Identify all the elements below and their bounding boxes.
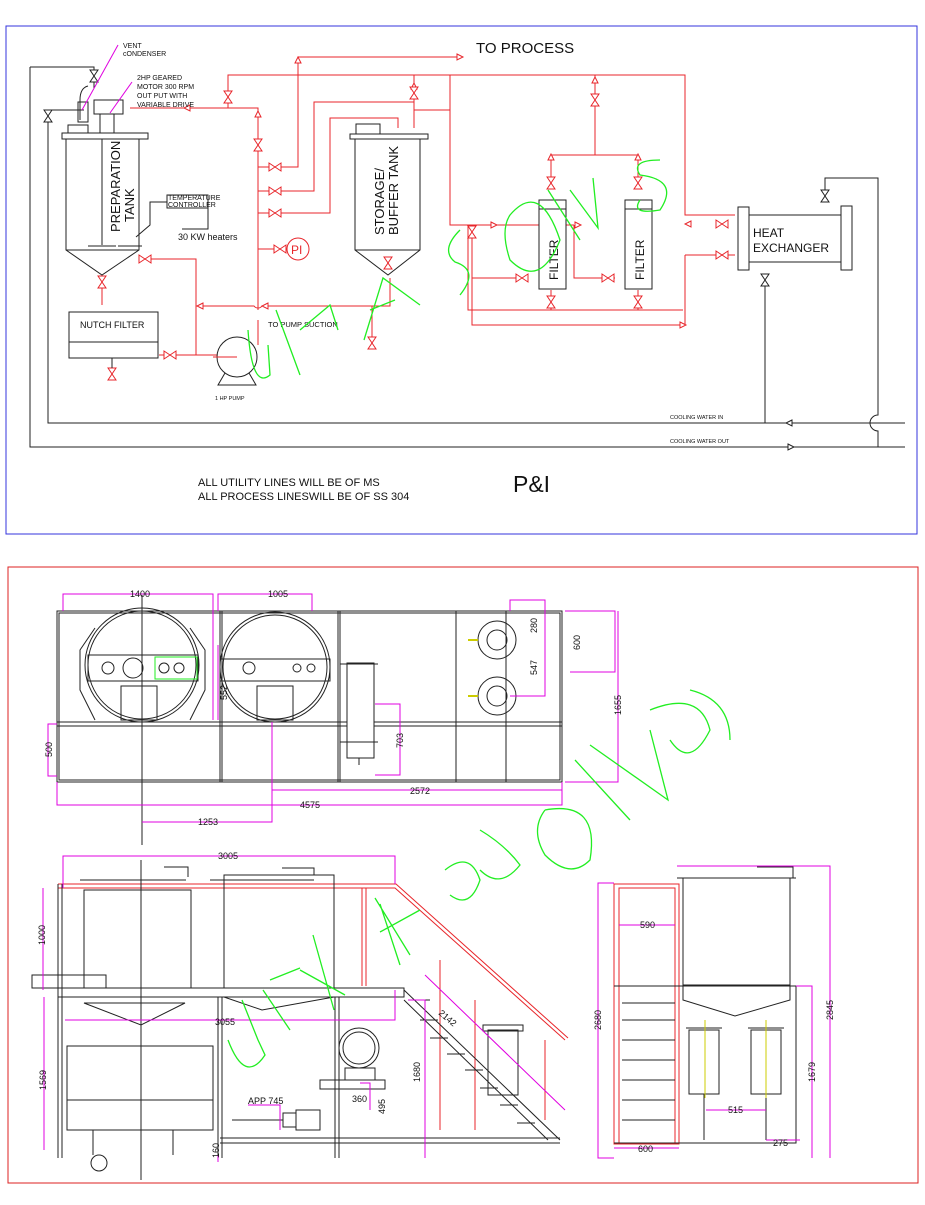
dim-500: 500 (44, 742, 54, 757)
dim-160: 160 (211, 1143, 221, 1158)
storage-buffer-tank: STORAGE/ BUFFER TANK (349, 123, 429, 276)
preparation-tank-label: PREPARATION (108, 141, 123, 232)
filter-2: FILTER (624, 199, 653, 290)
temperature-controller-label: CONTROLLER (168, 202, 216, 209)
filter-1: FILTER (538, 199, 567, 290)
pump-suction-label: TO PUMP SUCTION (268, 320, 338, 329)
pump-label: 1 HP PUMP (215, 396, 245, 402)
dim-280: 280 (529, 618, 539, 633)
dim-2572: 2572 (410, 786, 430, 796)
heat-exchanger-label: EXCHANGER (753, 241, 829, 255)
utility-lines (29, 66, 905, 451)
pressure-indicator-label: PI (291, 243, 302, 257)
layout-frame (7, 566, 919, 1184)
dim-600-side: 600 (638, 1144, 653, 1154)
pid-diagram: TEMPERATURE CONTROLLER 30 KW heaters PRE… (5, 25, 918, 535)
dim-547: 547 (529, 660, 539, 675)
heat-exchanger: HEAT EXCHANGER (737, 205, 853, 271)
temperature-controller-label: TEMPERATURE (168, 195, 221, 202)
pid-title: P&I (513, 471, 550, 497)
vent-condenser-label: cONDENSER (123, 51, 166, 58)
temperature-controller (166, 194, 209, 209)
dim-2845: 2845 (825, 1000, 835, 1020)
preparation-tank-label: TANK (122, 188, 137, 222)
dim-495: 495 (377, 1099, 387, 1114)
storage-tank-label: BUFFER TANK (386, 146, 401, 235)
vent-condenser-label: VENT (123, 43, 142, 50)
motor-box (93, 99, 124, 115)
pump: 1 HP PUMP TO PUMP SUCTION (213, 320, 338, 402)
cooling-water-out-label: COOLING WATER OUT (670, 439, 730, 445)
pid-frame (5, 25, 918, 535)
dim-1655: 1655 (613, 695, 623, 715)
motor-label: OUT PUT WITH (137, 93, 187, 100)
nutch-filter-label: NUTCH FILTER (80, 320, 145, 330)
dim-4575: 4575 (300, 800, 320, 810)
preparation-tank: TEMPERATURE CONTROLLER 30 KW heaters PRE… (61, 43, 238, 276)
dim-600: 600 (572, 635, 582, 650)
layout-drawing: 1400 1005 280 600 547 1655 552 500 703 2… (7, 566, 919, 1184)
dim-515: 515 (728, 1105, 743, 1115)
dim-1400: 1400 (130, 589, 150, 599)
dim-1680: 1680 (412, 1062, 422, 1082)
to-process-label: TO PROCESS (476, 40, 574, 57)
side-elevation: 590 2680 2845 1679 515 275 600 (593, 865, 835, 1159)
dim-3005: 3005 (218, 851, 238, 861)
nutch-filter: NUTCH FILTER (68, 311, 159, 368)
dim-1005: 1005 (268, 589, 288, 599)
dim-3055: 3055 (215, 1017, 235, 1027)
process-lines (97, 53, 735, 381)
dim-1569: 1569 (38, 1070, 48, 1090)
motor-label: 2HP GEARED (137, 75, 182, 82)
dim-1000: 1000 (37, 925, 47, 945)
note-utility-lines: ALL UTILITY LINES WILL BE OF MS (198, 477, 380, 489)
dim-1679: 1679 (807, 1062, 817, 1082)
heat-exchanger-label: HEAT (753, 226, 785, 240)
dim-2680: 2680 (593, 1010, 603, 1030)
dim-275: 275 (773, 1138, 788, 1148)
heaters-label: 30 KW heaters (178, 232, 238, 242)
watermark-top (247, 159, 668, 379)
motor-label: MOTOR 300 RPM (137, 84, 194, 91)
dim-703: 703 (395, 733, 405, 748)
dim-app-745: APP 745 (248, 1096, 283, 1106)
cooling-water-in-label: COOLING WATER IN (670, 415, 723, 421)
dim-360: 360 (352, 1094, 367, 1104)
dim-590: 590 (640, 920, 655, 930)
dim-1253: 1253 (198, 817, 218, 827)
watermark-bottom (227, 689, 731, 1068)
front-elevation: 3005 1000 3055 1569 2142 1680 360 495 AP… (31, 851, 569, 1180)
plan-view: 1400 1005 280 600 547 1655 552 500 703 2… (44, 589, 623, 845)
storage-tank-label: STORAGE/ (372, 168, 387, 235)
motor-label: VARIABLE DRIVE (137, 102, 194, 109)
note-process-lines: ALL PROCESS LINESWILL BE OF SS 304 (198, 491, 409, 503)
pressure-indicator: PI (286, 237, 310, 261)
filter-1-label: FILTER (547, 239, 561, 280)
filter-2-label: FILTER (633, 239, 647, 280)
dim-552: 552 (219, 685, 229, 700)
